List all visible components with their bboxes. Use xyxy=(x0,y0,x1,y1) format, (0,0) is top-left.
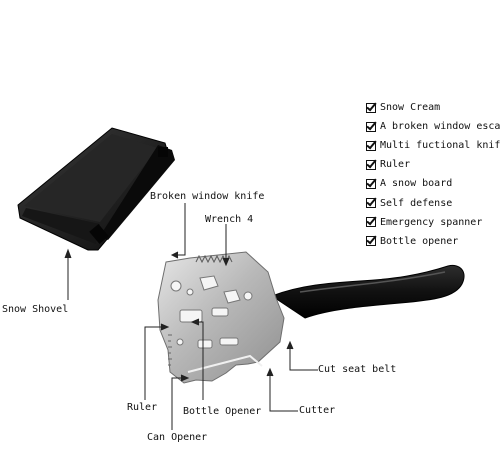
black-handle-image xyxy=(270,264,465,319)
label-ruler: Ruler xyxy=(127,402,158,413)
label-broken-window-knife: Broken window knife xyxy=(150,191,265,202)
checkbox-checked-icon xyxy=(366,159,376,170)
feature-item: Self defense xyxy=(366,193,500,212)
feature-item: A snow board xyxy=(366,174,500,193)
feature-item: Ruler xyxy=(366,155,500,174)
feature-label: Multi fuctional knife xyxy=(380,140,500,152)
label-can-opener: Can Opener xyxy=(147,432,208,443)
feature-label: Emergency spanner xyxy=(380,216,483,228)
checkbox-checked-icon xyxy=(366,217,376,228)
checkbox-checked-icon xyxy=(366,178,376,189)
checkbox-checked-icon xyxy=(366,102,376,113)
feature-label: A broken window escape xyxy=(380,121,500,133)
leader-lines xyxy=(64,203,318,430)
checkbox-checked-icon xyxy=(366,236,376,247)
checkbox-checked-icon xyxy=(366,198,376,209)
label-cut-seat-belt: Cut seat belt xyxy=(318,364,397,375)
feature-label: Self defense xyxy=(380,197,453,209)
checkbox-checked-icon xyxy=(366,121,376,132)
feature-item: Snow Cream xyxy=(366,98,500,117)
feature-item: Emergency spanner xyxy=(366,213,500,232)
feature-item: Bottle opener xyxy=(366,232,500,251)
label-wrench-4: Wrench 4 xyxy=(205,214,254,225)
label-cutter: Cutter xyxy=(299,405,336,416)
feature-checklist: Snow Cream A broken window escape Multi … xyxy=(366,98,500,251)
label-bottle-opener: Bottle Opener xyxy=(183,406,262,417)
feature-item: Multi fuctional knife xyxy=(366,136,500,155)
feature-item: A broken window escape xyxy=(366,117,500,136)
label-snow-shovel: Snow Shovel xyxy=(2,304,69,315)
feature-label: Snow Cream xyxy=(380,102,441,114)
checkbox-checked-icon xyxy=(366,140,376,151)
feature-label: Bottle opener xyxy=(380,235,459,247)
steel-tool-head-image xyxy=(157,251,285,384)
feature-label: A snow board xyxy=(380,178,453,190)
black-case-image xyxy=(17,127,175,251)
feature-label: Ruler xyxy=(380,159,411,171)
